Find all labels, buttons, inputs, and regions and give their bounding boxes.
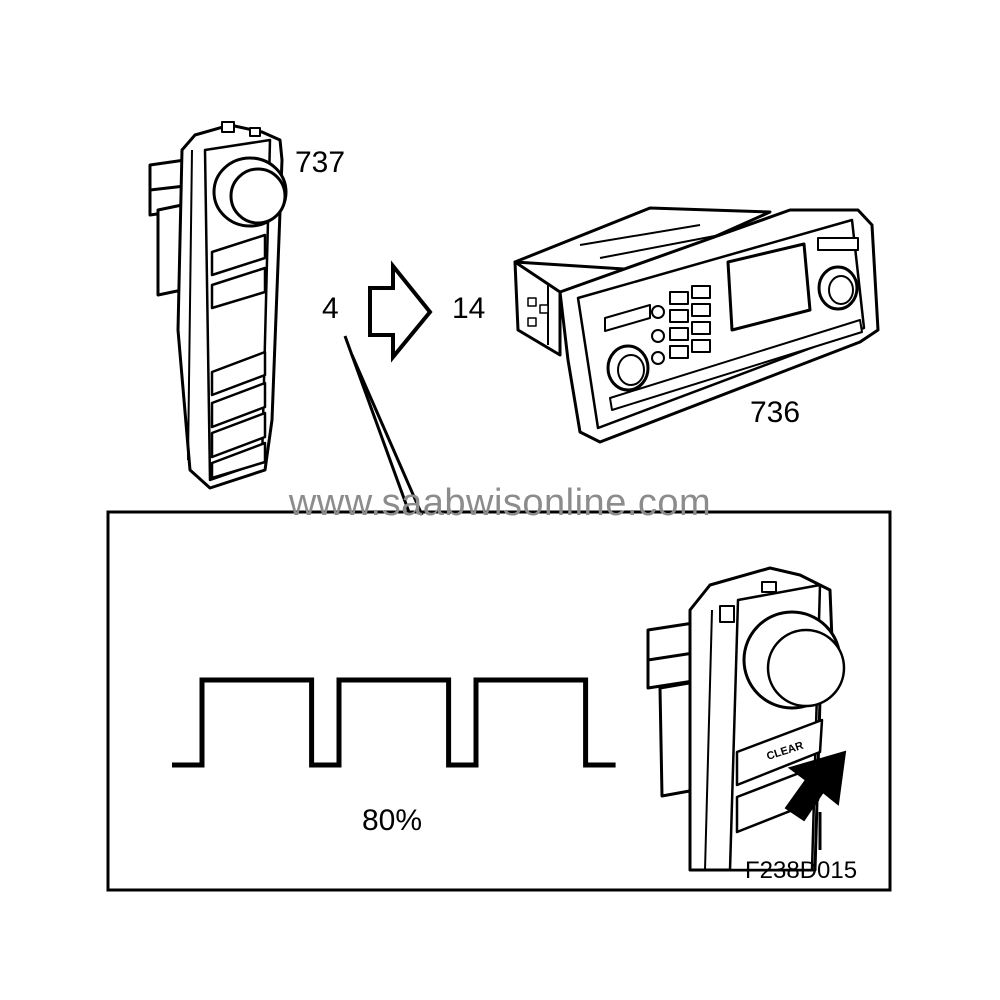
duty-cycle-label: 80% <box>362 804 422 837</box>
pwm-signal-waveform <box>172 677 616 768</box>
signal-arrow-icon <box>368 260 433 363</box>
label-pin-from: 4 <box>322 292 339 325</box>
label-736: 736 <box>750 396 800 429</box>
head-unit-736 <box>513 206 880 444</box>
press-arrow-icon <box>784 750 847 822</box>
detail-inset <box>106 510 892 892</box>
control-module-737 <box>148 121 288 490</box>
control-module-737-detail <box>646 566 846 872</box>
watermark-text: www.saabwisonline.com <box>288 482 711 524</box>
label-737: 737 <box>295 146 345 179</box>
callout-leader <box>343 335 424 516</box>
figure-code: F238D015 <box>745 857 857 884</box>
label-pin-to: 14 <box>452 292 485 325</box>
